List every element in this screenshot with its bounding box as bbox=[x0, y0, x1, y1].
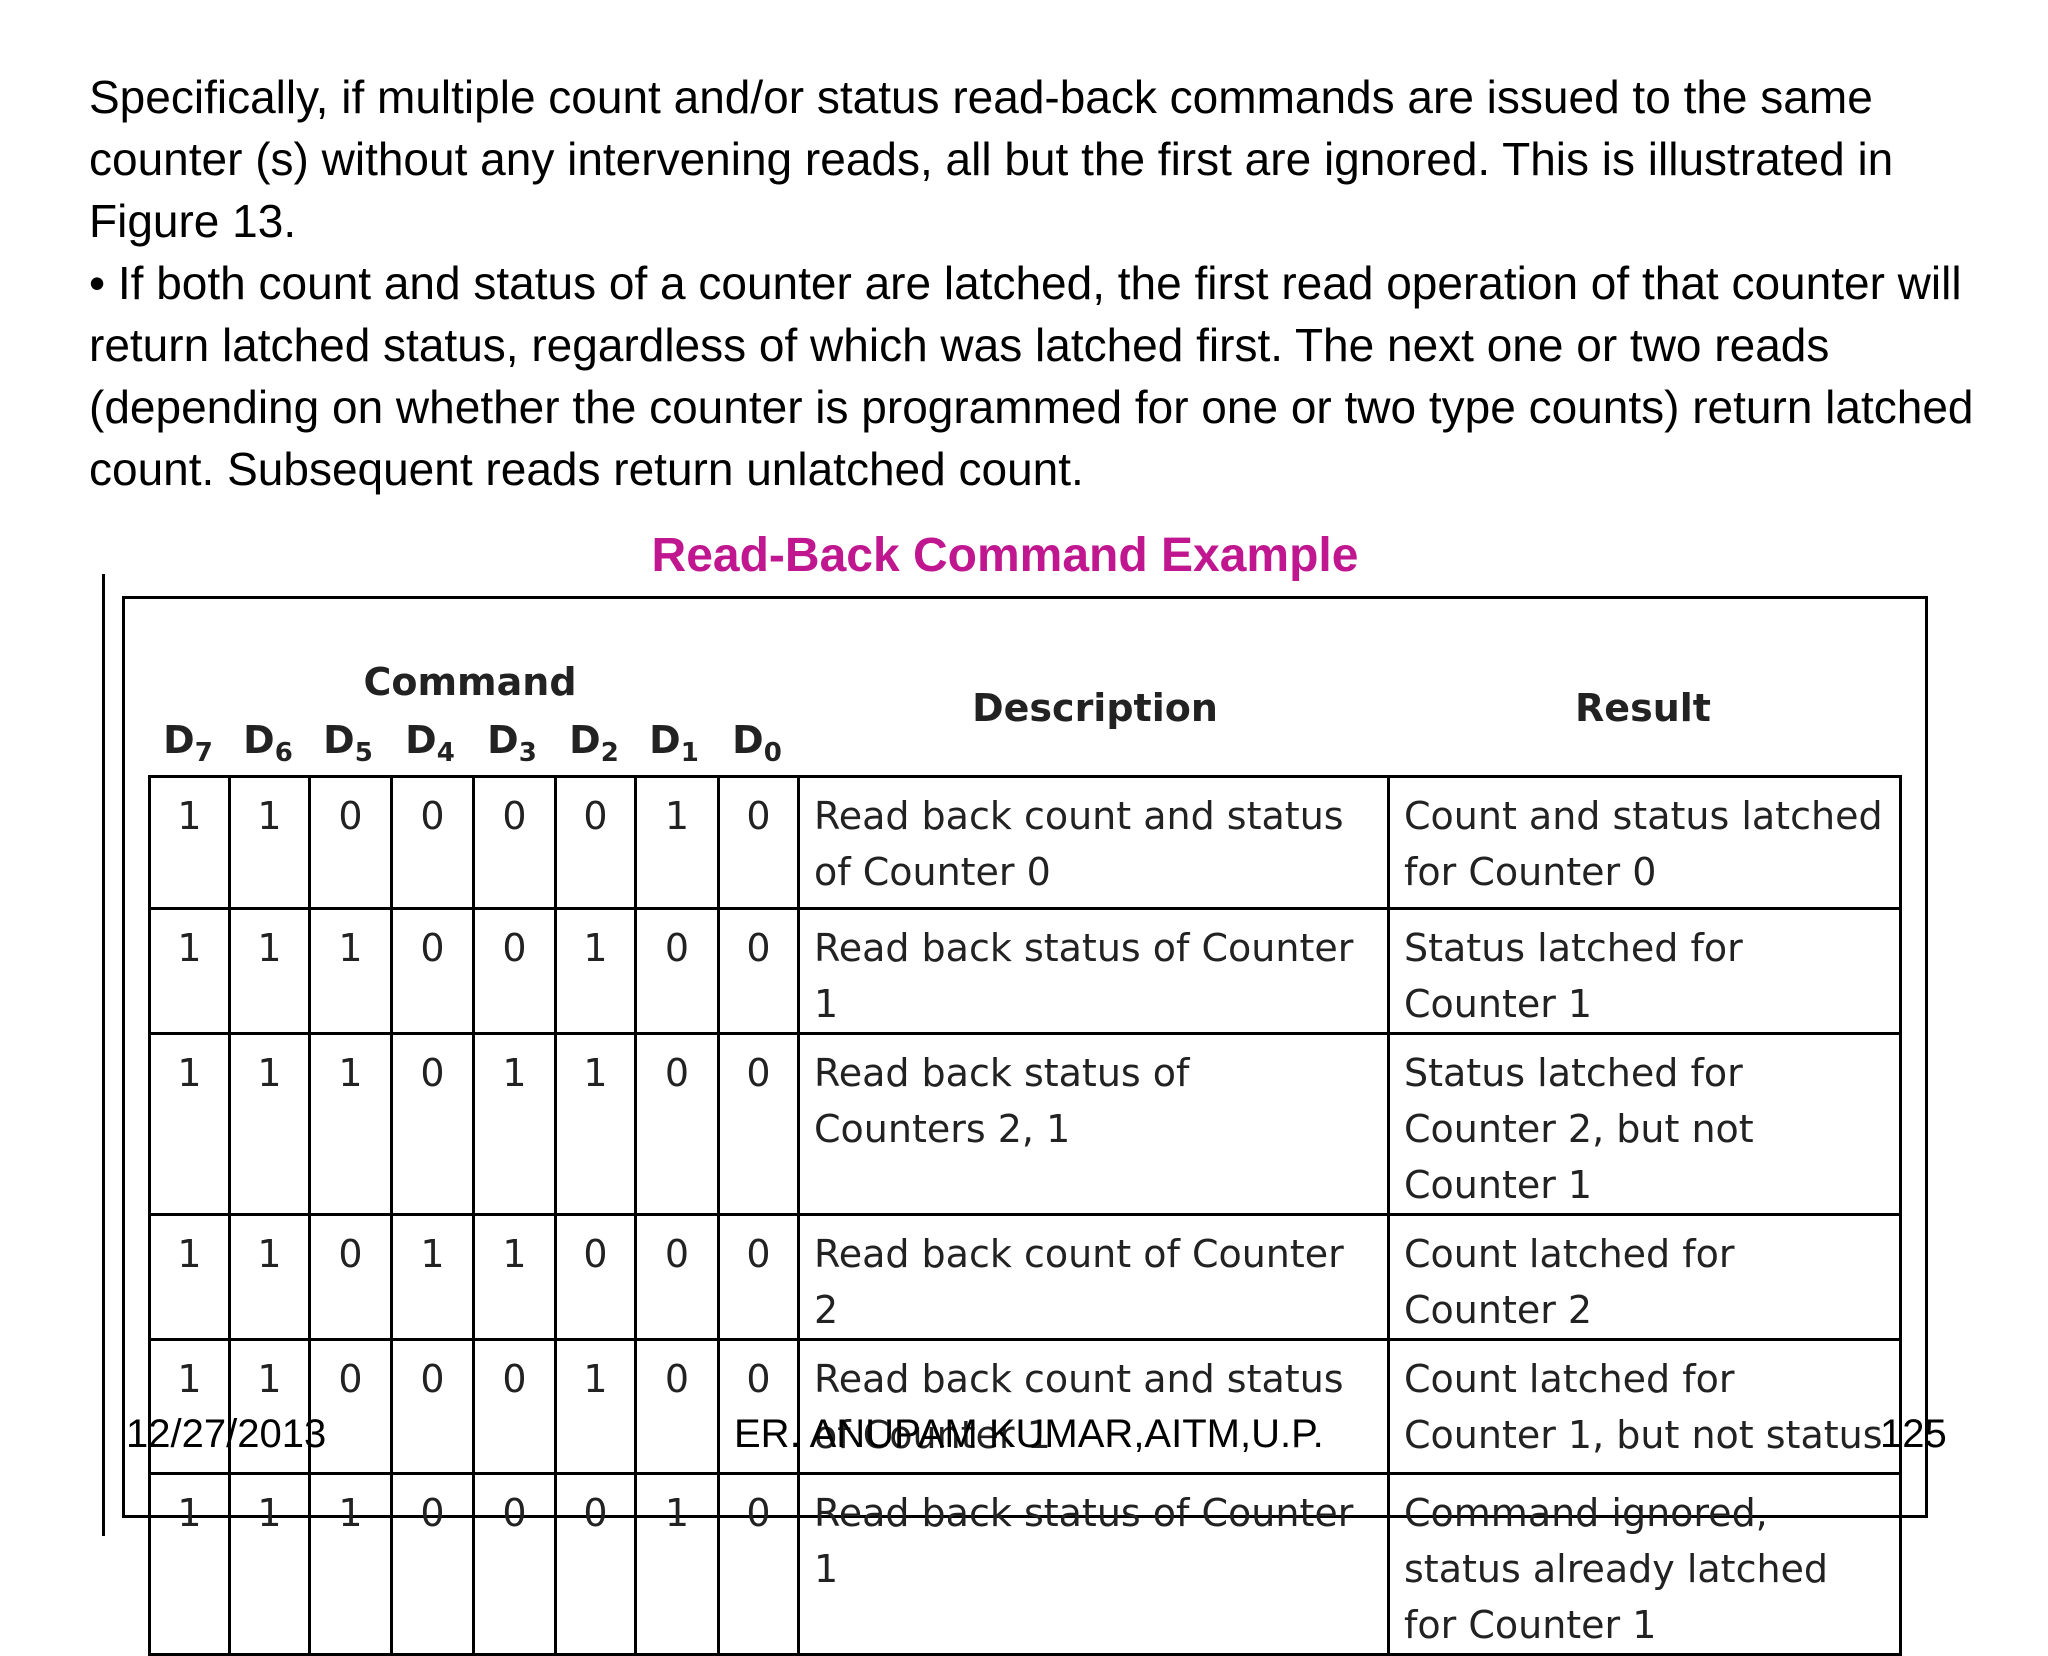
result-cell: Command ignored, status already latched … bbox=[1387, 1472, 1902, 1656]
bit-cell: 1 bbox=[228, 1213, 311, 1341]
bit-cell: 1 bbox=[148, 1472, 231, 1656]
bit-header: D2 bbox=[569, 718, 619, 768]
bit-cell: 0 bbox=[554, 1472, 637, 1656]
bit-cell: 0 bbox=[717, 1032, 800, 1216]
bit-cell: 0 bbox=[634, 907, 720, 1035]
bit-cell: 1 bbox=[148, 1338, 231, 1475]
bit-cell: 1 bbox=[148, 1032, 231, 1216]
bit-cell: 1 bbox=[228, 907, 311, 1035]
bit-header: D6 bbox=[243, 718, 293, 768]
bit-cell: 0 bbox=[717, 907, 800, 1035]
bit-cell: 1 bbox=[308, 1032, 393, 1216]
result-cell: Status latched for Counter 1 bbox=[1387, 907, 1902, 1035]
bit-cell: 0 bbox=[308, 1213, 393, 1341]
description-cell: Read back count of Counter 2 bbox=[797, 1213, 1390, 1341]
bit-cell: 1 bbox=[228, 1472, 311, 1656]
left-divider bbox=[102, 574, 105, 1536]
bit-cell: 0 bbox=[717, 1213, 800, 1341]
result-cell: Count and status latched for Counter 0 bbox=[1387, 775, 1902, 910]
bit-cell: 0 bbox=[634, 1338, 720, 1475]
description-cell: Read back count and status of Counter 0 bbox=[797, 775, 1390, 910]
bit-cell: 0 bbox=[472, 775, 557, 910]
result-cell: Status latched for Counter 2, but not Co… bbox=[1387, 1032, 1902, 1216]
bit-cell: 1 bbox=[634, 775, 720, 910]
bit-cell: 0 bbox=[472, 1338, 557, 1475]
result-header: Result bbox=[1575, 686, 1711, 730]
bit-cell: 1 bbox=[634, 1472, 720, 1656]
bit-header: D0 bbox=[732, 718, 782, 768]
description-cell: Read back status of Counters 2, 1 bbox=[797, 1032, 1390, 1216]
bit-header: D7 bbox=[163, 718, 213, 768]
description-cell: Read back status of Counter 1 bbox=[797, 1472, 1390, 1656]
description-header: Description bbox=[972, 686, 1218, 730]
bit-cell: 1 bbox=[308, 907, 393, 1035]
bit-cell: 1 bbox=[228, 1032, 311, 1216]
bit-cell: 0 bbox=[634, 1032, 720, 1216]
bit-cell: 0 bbox=[390, 1472, 475, 1656]
bit-cell: 1 bbox=[554, 1032, 637, 1216]
bit-header: D3 bbox=[487, 718, 537, 768]
bit-cell: 1 bbox=[228, 775, 311, 910]
bit-cell: 0 bbox=[390, 907, 475, 1035]
bit-cell: 0 bbox=[390, 1338, 475, 1475]
intro-paragraph-1: Specifically, if multiple count and/or s… bbox=[89, 71, 1894, 247]
bit-cell: 0 bbox=[308, 775, 393, 910]
bit-cell: 1 bbox=[472, 1213, 557, 1341]
intro-paragraph-2: • If both count and status of a counter … bbox=[89, 257, 1974, 495]
bit-cell: 1 bbox=[554, 907, 637, 1035]
footer-date: 12/27/2013 bbox=[126, 1412, 327, 1456]
bit-cell: 1 bbox=[148, 1213, 231, 1341]
bit-cell: 0 bbox=[390, 775, 475, 910]
description-cell: Read back status of Counter 1 bbox=[797, 907, 1390, 1035]
bit-cell: 0 bbox=[717, 775, 800, 910]
bit-cell: 0 bbox=[472, 907, 557, 1035]
bit-cell: 1 bbox=[390, 1213, 475, 1341]
bit-cell: 1 bbox=[228, 1338, 311, 1475]
bit-cell: 0 bbox=[634, 1213, 720, 1341]
bit-cell: 0 bbox=[554, 1213, 637, 1341]
bit-header: D4 bbox=[405, 718, 455, 768]
bit-cell: 0 bbox=[717, 1472, 800, 1656]
bit-cell: 1 bbox=[148, 907, 231, 1035]
result-cell: Count latched for Counter 2 bbox=[1387, 1213, 1902, 1341]
bit-cell: 1 bbox=[554, 1338, 637, 1475]
bit-cell: 0 bbox=[308, 1338, 393, 1475]
footer-author: ER. ANUPAM KUMAR,AITM,U.P. bbox=[734, 1412, 1324, 1456]
bit-cell: 1 bbox=[472, 1032, 557, 1216]
figure-title: Read-Back Command Example bbox=[651, 529, 1359, 582]
description-cell: Read back count and status of Counter 1 bbox=[797, 1338, 1390, 1475]
footer-page-number: 125 bbox=[1880, 1412, 1947, 1456]
bit-header: D1 bbox=[649, 718, 699, 768]
command-header: Command bbox=[363, 660, 577, 704]
bit-cell: 0 bbox=[554, 775, 637, 910]
bit-cell: 1 bbox=[308, 1472, 393, 1656]
bit-cell: 1 bbox=[148, 775, 231, 910]
bit-header: D5 bbox=[323, 718, 373, 768]
bit-cell: 0 bbox=[390, 1032, 475, 1216]
bit-cell: 0 bbox=[717, 1338, 800, 1475]
bit-cell: 0 bbox=[472, 1472, 557, 1656]
result-cell: Count latched for Counter 1, but not sta… bbox=[1387, 1338, 1902, 1475]
